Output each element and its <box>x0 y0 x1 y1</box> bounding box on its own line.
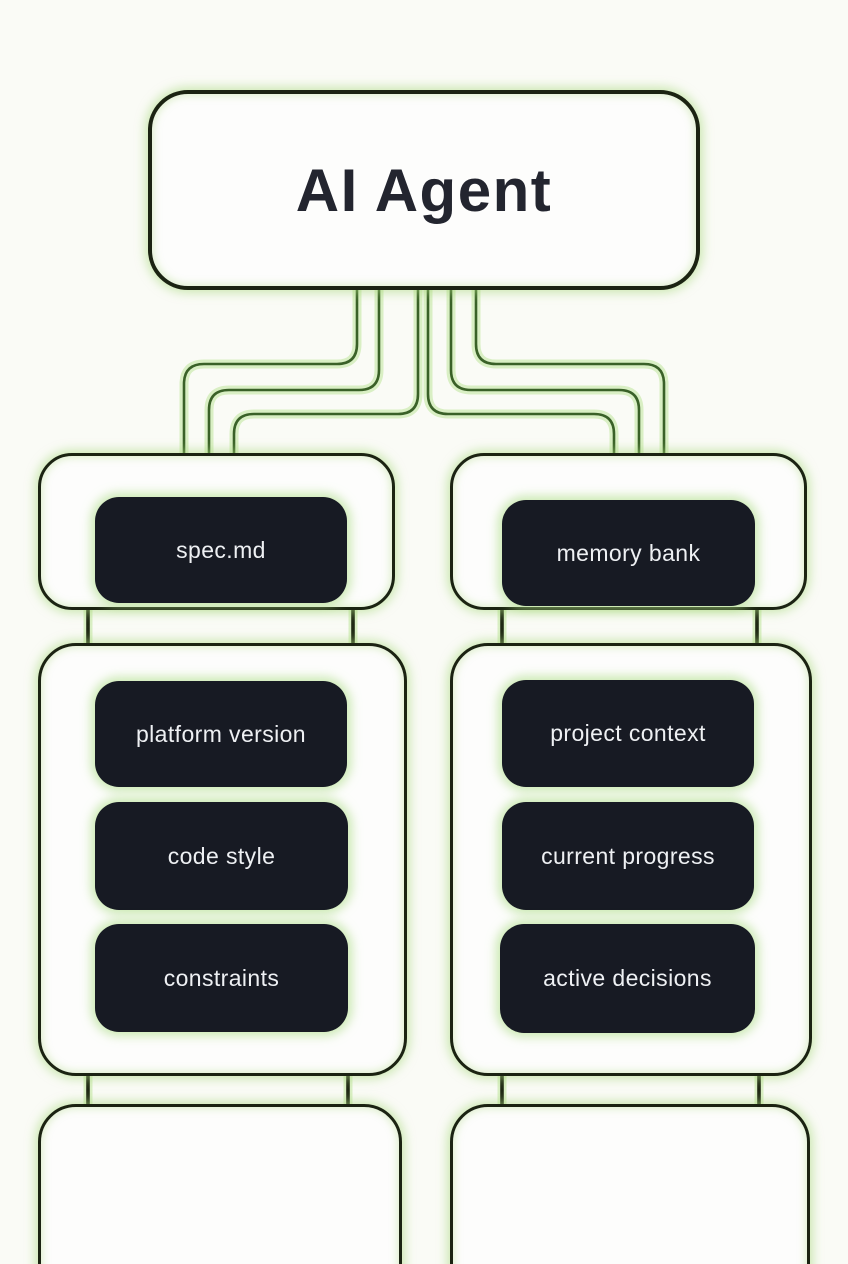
node-active-decisions: active decisions <box>500 924 755 1033</box>
node-constraints: constraints <box>95 924 348 1032</box>
node-project-context-label: project context <box>550 720 706 746</box>
node-current-progress-label: current progress <box>541 842 715 869</box>
node-code-style: code style <box>95 802 348 910</box>
memory-overflow-container <box>450 1104 810 1264</box>
neck-links <box>86 602 761 1112</box>
node-spec-md-label: spec.md <box>176 536 266 563</box>
connector-root-to-spec-1 <box>182 284 359 468</box>
node-platform-version-label: platform version <box>135 720 307 747</box>
connector-root-to-memory-2 <box>449 284 641 468</box>
node-constraints-label: constraints <box>163 964 280 991</box>
connector-root-to-spec-2 <box>207 284 381 468</box>
connector-root-to-memory-3 <box>474 284 666 468</box>
root-node: AI Agent <box>148 90 700 290</box>
node-active-decisions-label: active decisions <box>543 965 712 991</box>
node-current-progress: current progress <box>502 802 754 910</box>
node-memory-bank-label: memory bank <box>556 539 701 566</box>
node-memory-bank: memory bank <box>502 500 755 606</box>
connector-root-to-memory-1 <box>426 284 616 468</box>
node-project-context: project context <box>502 680 754 787</box>
spec-overflow-container <box>38 1104 402 1264</box>
node-platform-version: platform version <box>95 681 347 787</box>
connector-root-to-spec-3 <box>232 284 420 468</box>
root-node-label: AI Agent <box>295 156 553 224</box>
node-code-style-label: code style <box>167 842 276 869</box>
node-spec-md: spec.md <box>95 497 347 603</box>
wire-cores <box>182 284 666 468</box>
